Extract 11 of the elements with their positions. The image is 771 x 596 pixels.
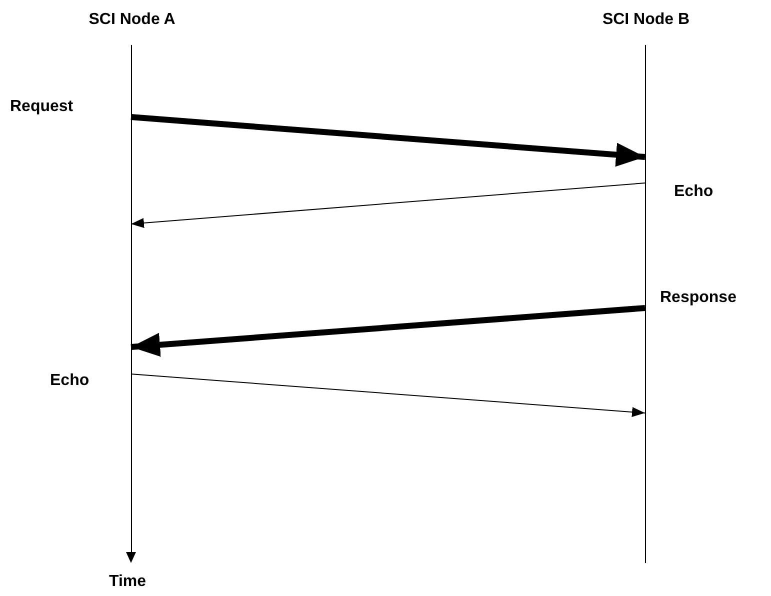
- edge-label: Echo: [674, 183, 714, 201]
- axis-label: Time: [109, 573, 146, 591]
- edge-label: Response: [660, 289, 736, 307]
- arrow: [130, 305, 646, 357]
- lifeline-heading: SCI Node B: [601, 11, 691, 29]
- arrow: [130, 114, 646, 167]
- arrow: [130, 182, 646, 228]
- lifeline-heading: SCI Node A: [88, 11, 176, 29]
- edge-label: Request: [10, 98, 74, 116]
- edge-label: Echo: [50, 372, 90, 390]
- arrow: [130, 374, 646, 417]
